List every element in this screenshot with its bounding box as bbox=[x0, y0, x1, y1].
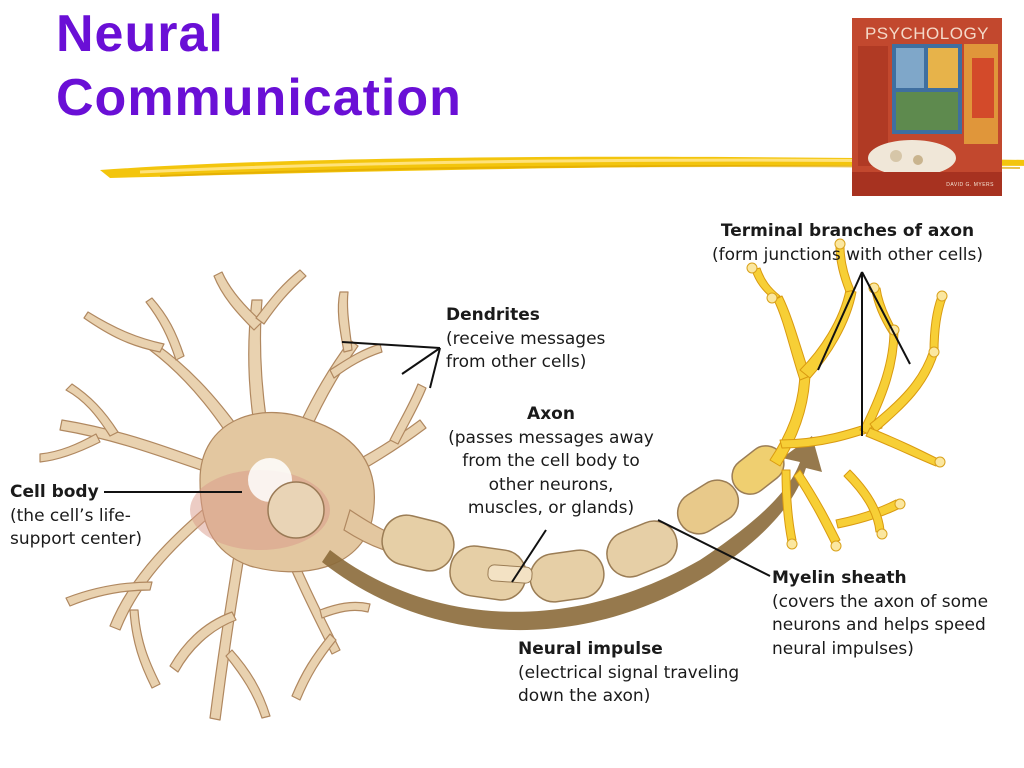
label-cell-body: Cell body (the cell’s life- support cent… bbox=[10, 481, 142, 552]
label-myelin-sheath: Myelin sheath (covers the axon of some n… bbox=[772, 567, 988, 661]
label-dendrites: Dendrites (receive messages from other c… bbox=[446, 304, 605, 375]
label-terminal-head: Terminal branches of axon bbox=[720, 221, 975, 241]
label-myelin-desc-3: neural impulses) bbox=[772, 638, 914, 659]
leader-dendrites-b bbox=[401, 347, 441, 375]
leader-terminal-c bbox=[861, 271, 911, 365]
label-cell-body-desc-2: support center) bbox=[10, 529, 142, 549]
nucleus bbox=[267, 481, 325, 539]
leader-myelin bbox=[657, 519, 771, 577]
label-impulse-desc-2: down the axon) bbox=[518, 686, 651, 706]
label-axon-desc-2: from the cell body to bbox=[462, 451, 640, 471]
label-axon-desc-1: (passes messages away bbox=[448, 427, 654, 448]
label-cell-body-desc-1: (the cell’s life- bbox=[10, 505, 131, 526]
label-myelin-desc-1: (covers the axon of some bbox=[772, 591, 989, 612]
title-line-2: Communication bbox=[56, 69, 462, 127]
leader-axon bbox=[511, 529, 547, 583]
leader-dendrites-c bbox=[429, 347, 441, 389]
axon-terminal bbox=[751, 245, 947, 545]
label-cell-body-head: Cell body bbox=[10, 482, 99, 502]
label-dendrites-desc-1: (receive messages bbox=[446, 328, 606, 349]
leader-dendrites-a bbox=[341, 341, 441, 349]
book-cover-image: PSYCHOLOGY DAVID G. MYERS bbox=[852, 18, 1002, 196]
axon-core bbox=[487, 564, 533, 584]
label-axon-desc-4: muscles, or glands) bbox=[467, 498, 635, 518]
label-axon: Axon (passes messages away from the cell… bbox=[436, 403, 666, 521]
label-dendrites-head: Dendrites bbox=[446, 305, 540, 325]
label-impulse-head: Neural impulse bbox=[518, 639, 663, 659]
label-myelin-desc-2: neurons and helps speed bbox=[772, 615, 986, 635]
leader-terminal-a bbox=[817, 271, 863, 371]
label-impulse-desc-1: (electrical signal traveling bbox=[518, 662, 740, 683]
leader-lines bbox=[104, 271, 911, 583]
label-terminal-branches: Terminal branches of axon (form junction… bbox=[712, 220, 983, 267]
book-author: DAVID G. MYERS bbox=[946, 182, 994, 188]
slide-title: Neural Communication bbox=[56, 2, 462, 130]
label-neural-impulse: Neural impulse (electrical signal travel… bbox=[518, 638, 739, 709]
label-axon-desc-3: other neurons, bbox=[488, 474, 614, 495]
label-myelin-head: Myelin sheath bbox=[772, 568, 907, 588]
title-line-1: Neural bbox=[56, 5, 224, 63]
neural-impulse-arrow bbox=[322, 436, 822, 631]
label-dendrites-desc-2: from other cells) bbox=[446, 352, 587, 372]
label-axon-head: Axon bbox=[527, 404, 575, 424]
label-terminal-desc: (form junctions with other cells) bbox=[712, 244, 984, 265]
book-title: PSYCHOLOGY bbox=[864, 24, 990, 43]
